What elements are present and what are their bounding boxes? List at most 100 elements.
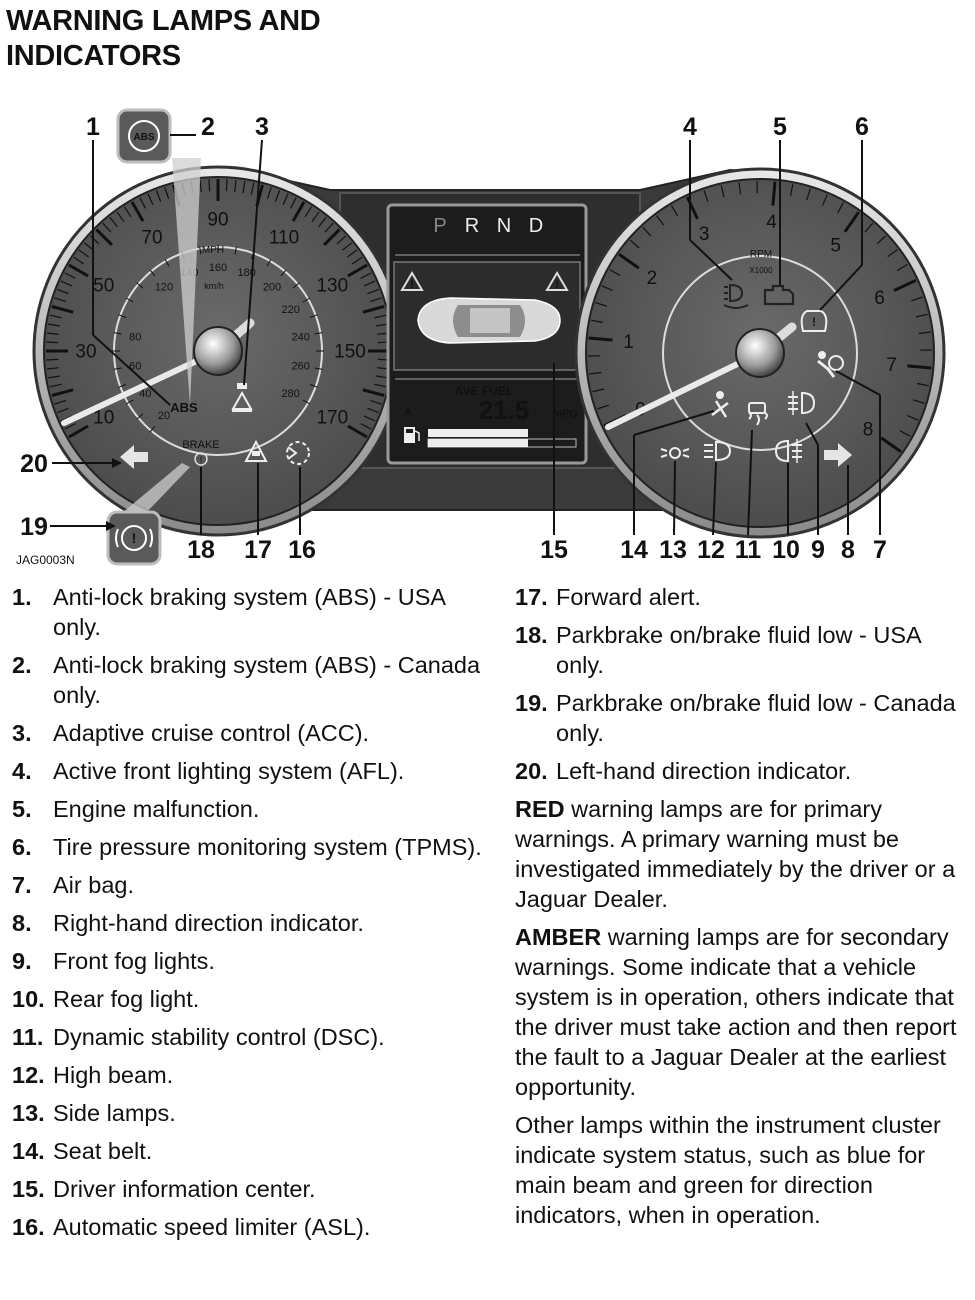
mph-minor-tick (375, 375, 388, 379)
legend-item-text: Seat belt. (53, 1138, 153, 1164)
kmh-tick-label: 260 (292, 360, 310, 372)
mph-minor-tick (116, 211, 125, 222)
warning-triangle-left-icon: ! (400, 271, 424, 291)
mph-minor-tick (282, 193, 289, 206)
legend-item: 2.Anti-lock braking system (ABS) - Canad… (12, 650, 482, 710)
mph-tick-label: 90 (207, 210, 228, 231)
legend-list-left: 1.Anti-lock braking system (ABS) - USA o… (12, 582, 482, 1250)
legend-item-text: Side lamps. (53, 1100, 176, 1126)
legend-item: 20.Left-hand direction indicator. (515, 756, 970, 786)
callout-6: 6 (855, 113, 869, 141)
mph-minor-tick (73, 256, 85, 265)
callout-12: 12 (697, 536, 725, 564)
callout-9: 9 (811, 536, 825, 564)
title-line-1: WARNING LAMPS AND (6, 5, 321, 37)
callout-4: 4 (683, 113, 697, 141)
gear-letter: D (529, 215, 543, 237)
explanation-paragraph: Other lamps within the instrument cluste… (515, 1110, 970, 1230)
ave-fuel-label: AVE FUEL (455, 384, 513, 398)
rpm-minor-tick (589, 371, 602, 375)
legend-item: 7.Air bag. (12, 870, 482, 900)
legend-item-text: Parkbrake on/brake fluid low - USA only. (556, 622, 921, 678)
mph-minor-tick (351, 256, 363, 265)
kmh-tick-label: 220 (282, 304, 300, 316)
legend-item-text: Left-hand direction indicator. (556, 758, 852, 784)
mph-minor-tick (48, 375, 61, 379)
rpm-minor-tick (720, 185, 725, 198)
rpm-minor-tick (916, 382, 929, 387)
legend-item: 14.Seat belt. (12, 1136, 482, 1166)
legend-item-number: 1. (12, 584, 32, 610)
rpm-major-tick (880, 436, 902, 453)
kmh-tick-label: 80 (129, 331, 141, 343)
svg-text:!: ! (200, 455, 203, 465)
speedometer-hub (193, 326, 243, 376)
rpm-minor-tick (887, 249, 898, 258)
mph-minor-tick (290, 197, 297, 209)
rpm-minor-tick (609, 269, 621, 276)
rpm-tick-label: 5 (830, 236, 841, 257)
rpm-minor-tick (864, 222, 874, 233)
legend-item-number: 5. (12, 796, 32, 822)
x1000-label: X1000 (749, 266, 773, 275)
mph-tick-label: 110 (269, 227, 299, 248)
rpm-tick-label: 6 (874, 288, 885, 309)
fuel-economy-unit: MPG (553, 408, 578, 420)
forward-alert-icon (244, 439, 268, 462)
rpm-minor-tick (911, 296, 923, 302)
legend-item-text: Driver information center. (53, 1176, 316, 1202)
mph-major-tick (323, 228, 341, 246)
rpm-major-tick (843, 211, 860, 233)
mph-minor-tick (363, 415, 376, 422)
rpm-minor-tick (629, 239, 640, 249)
mph-minor-tick (123, 206, 132, 218)
side-lamps-icon (660, 447, 690, 459)
rpm-minor-tick (912, 399, 925, 404)
mph-minor-tick (54, 399, 66, 405)
tpms-icon: ! (800, 310, 828, 332)
mph-minor-tick (367, 407, 379, 414)
mph-minor-tick (46, 367, 59, 370)
mph-minor-tick (370, 297, 382, 303)
kmh-tick (309, 314, 318, 318)
mph-major-tick (51, 305, 74, 314)
title-line-2: INDICATORS (6, 40, 181, 72)
mph-label: MPH (202, 245, 224, 256)
kmh-tick-label: 200 (263, 282, 281, 294)
rpm-minor-tick (876, 235, 887, 245)
kmh-tick-label: 40 (139, 388, 151, 400)
svg-text:!: ! (555, 279, 559, 291)
legend-list-right-items: 17.Forward alert.18.Parkbrake on/brake f… (515, 582, 970, 786)
legend-item: 6.Tire pressure monitoring system (TPMS)… (12, 832, 482, 862)
legend-item-number: 15. (12, 1176, 45, 1202)
mph-minor-tick (336, 235, 347, 245)
abs-lamp-label: ABS (170, 400, 198, 415)
mph-minor-tick (147, 193, 154, 206)
legend-item-number: 11. (12, 1024, 44, 1050)
mph-minor-tick (341, 242, 353, 251)
tachometer-hub (735, 328, 785, 378)
mph-minor-tick (78, 249, 89, 258)
mph-minor-tick (324, 222, 334, 233)
mph-minor-tick (304, 206, 313, 218)
mph-minor-tick (370, 399, 382, 405)
rpm-minor-tick (595, 302, 608, 307)
legend-item: 10.Rear fog light. (12, 984, 482, 1014)
mph-tick-label: 170 (316, 408, 348, 429)
legend-item-number: 6. (12, 834, 32, 860)
rpm-minor-tick (899, 430, 911, 437)
mph-minor-tick (57, 407, 69, 414)
legend-item: 19.Parkbrake on/brake fluid low - Canada… (515, 688, 970, 748)
kmh-tick (149, 425, 156, 433)
kmh-tick (266, 258, 272, 267)
explanation-paragraphs: RED warning lamps are for primary warnin… (515, 794, 970, 1230)
adaptive-cruise-icon (231, 383, 253, 412)
fuel-pump-icon (404, 427, 420, 443)
mph-major-tick (291, 201, 306, 222)
svg-text:!: ! (812, 315, 816, 329)
kmh-tick-label: 160 (209, 262, 227, 274)
legend-item: 4.Active front lighting system (AFL). (12, 756, 482, 786)
mph-tick-label: 130 (316, 276, 348, 297)
legend-item-number: 13. (12, 1100, 45, 1126)
